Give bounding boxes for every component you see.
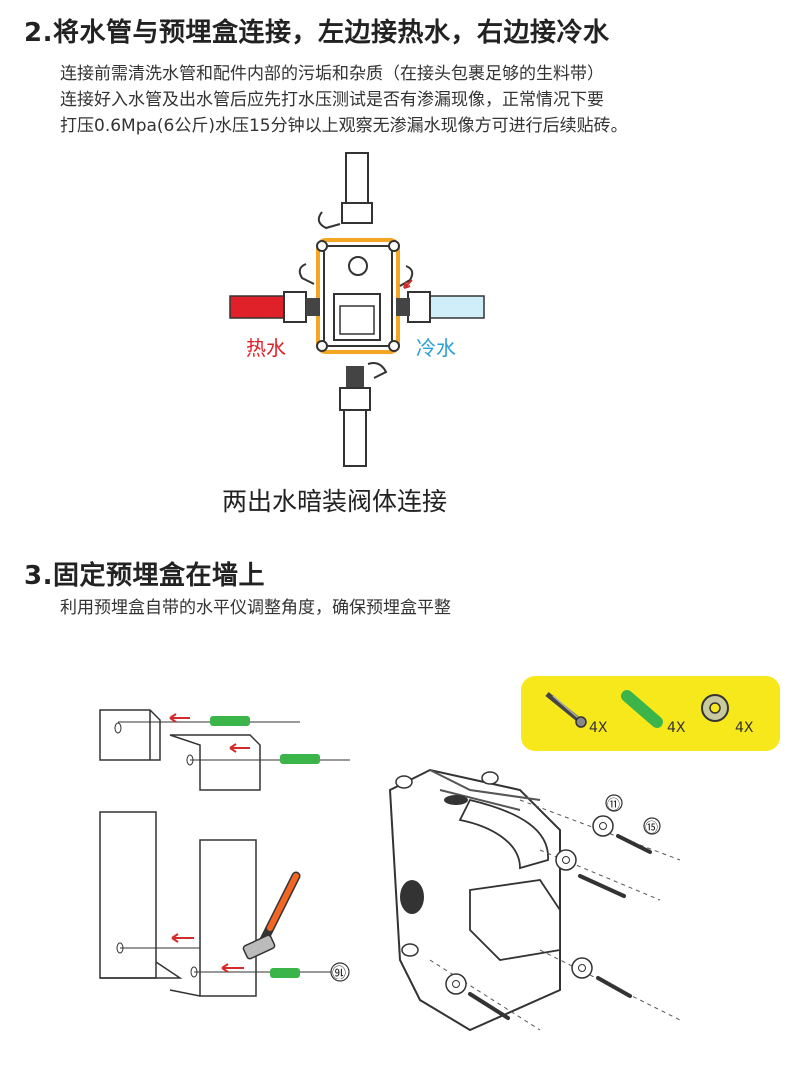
washer-2	[555, 849, 577, 871]
hot-water-label: 热水	[246, 336, 286, 360]
box-ear-bl	[316, 340, 328, 352]
callout-15: ⑮	[645, 821, 659, 836]
section2-line-2: 连接好入水管及出水管后应先打水压测试是否有渗漏现像，正常情况下要	[60, 90, 604, 110]
section2-line-1: 连接前需清洗水管和配件内部的污垢和杂质（在接头包裹足够的生料带）	[60, 64, 604, 84]
box-top-port	[348, 256, 368, 276]
section2-title: 2.将水管与预埋盒连接，左边接热水，右边接冷水	[24, 18, 610, 48]
box-cartridge-inner	[339, 305, 375, 335]
bottom-elbow	[346, 366, 364, 388]
anchor-count: 4X	[667, 720, 686, 736]
top-fitting	[341, 202, 373, 224]
bottom-pipe	[343, 409, 367, 467]
cold-insert-arrow-icon	[403, 279, 413, 289]
box-ear-tr	[388, 240, 400, 252]
top-clip-icon	[317, 211, 341, 230]
section3-title: 3.固定预埋盒在墙上	[24, 561, 265, 591]
section3-line: 利用预埋盒自带的水平仪调整角度，确保预埋盒平整	[60, 598, 451, 618]
hot-clip-icon	[298, 263, 315, 285]
washer-4	[571, 957, 593, 979]
box-ear-br	[388, 340, 400, 352]
cold-elbow	[396, 298, 410, 316]
hot-elbow	[306, 298, 320, 316]
cold-water-label: 冷水	[416, 336, 456, 360]
screw-icon	[545, 692, 587, 728]
hardware-kit-panel: 4X 4X 4X	[521, 676, 780, 751]
bottom-clip-icon	[367, 362, 388, 379]
section2-line-3: 打压0.6Mpa(6公斤)水压15分钟以上观察无渗漏水现像方可进行后续贴砖。	[60, 116, 628, 136]
valve-connection-diagram	[229, 152, 485, 467]
washer-3	[445, 973, 467, 995]
callout-11: ⑪	[607, 798, 621, 813]
diagram-caption: 两出水暗装阀体连接	[222, 487, 448, 516]
hammer-icon	[242, 871, 301, 960]
wall-anchor-icon	[621, 690, 663, 728]
box-ear-tl	[316, 240, 328, 252]
screw-count: 4X	[589, 720, 608, 736]
washer-1	[592, 815, 614, 837]
washer-count: 4X	[735, 720, 754, 736]
washer-icon	[701, 694, 729, 722]
cold-clip-icon	[399, 265, 414, 287]
